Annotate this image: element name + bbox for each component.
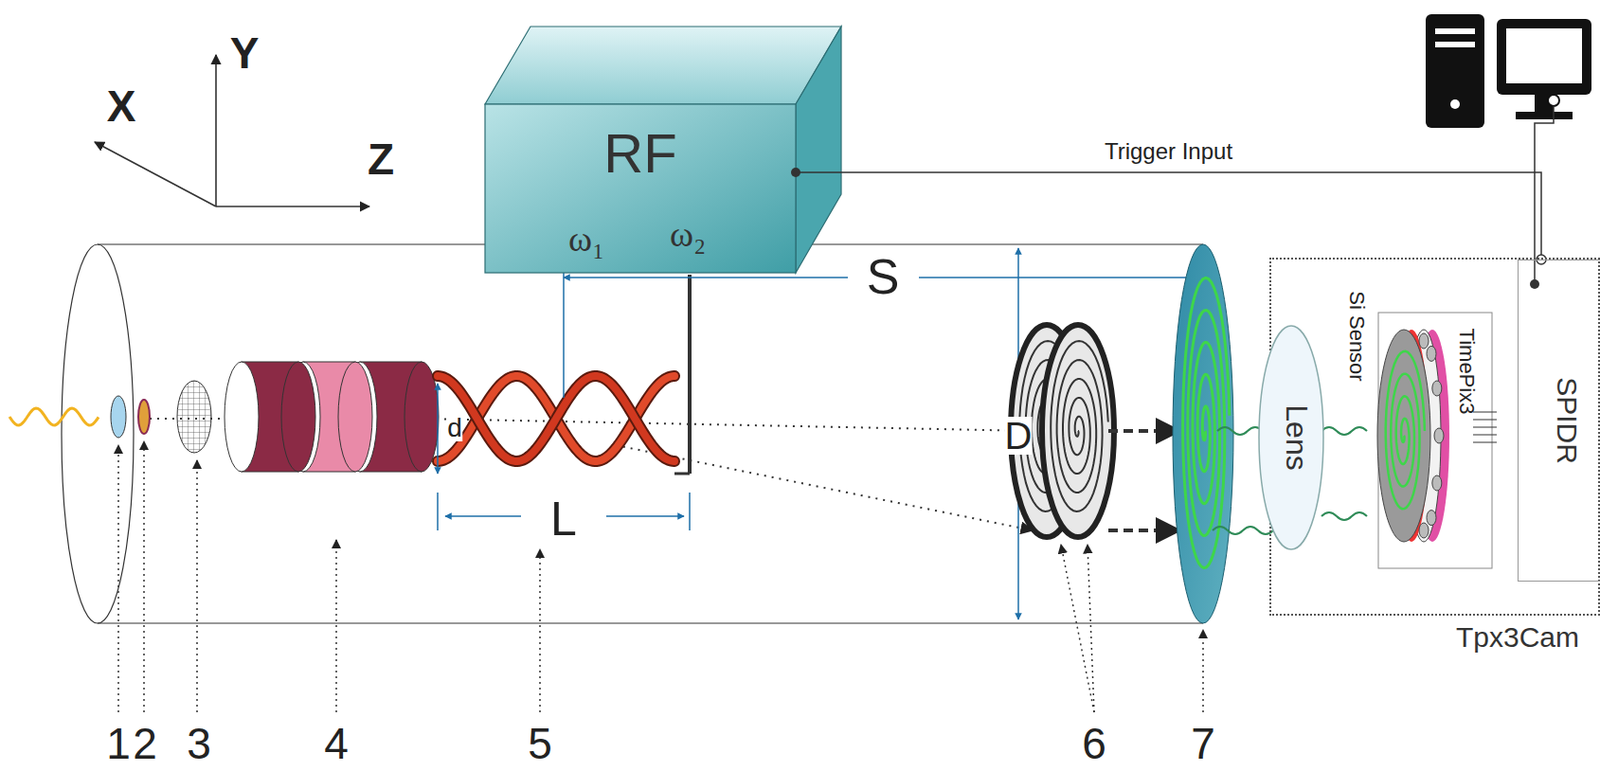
part-label: Si Sensor	[1346, 290, 1367, 381]
rf-feed-wire	[687, 274, 692, 474]
axis-label: X	[107, 84, 137, 128]
frequency-label: ω₂	[669, 213, 706, 255]
callout-number: 4	[323, 721, 349, 766]
callout-number: 7	[1190, 721, 1216, 766]
green-spiral	[1183, 277, 1230, 568]
rf-feed-wire	[674, 472, 690, 476]
callout-number: 3	[186, 721, 212, 766]
electrode	[138, 399, 150, 434]
part-label: TimePix3	[1456, 328, 1477, 415]
camera-label: Tpx3Cam	[1456, 621, 1580, 654]
wire-terminal	[791, 167, 801, 178]
lens-label: Lens	[1277, 404, 1313, 470]
photocathode	[110, 395, 126, 438]
axis-label: Y	[230, 31, 260, 75]
photon-wave	[9, 408, 99, 426]
electron-lens	[224, 361, 439, 472]
callout-number: 1	[106, 721, 131, 766]
readout-box: SPIDR	[1517, 259, 1600, 582]
vacuum-cylinder	[61, 244, 1204, 624]
frequency-label: ω₁	[568, 217, 605, 260]
computer-icon	[1425, 14, 1592, 289]
dimension-label: S	[866, 251, 900, 302]
callout-number: 5	[527, 721, 553, 766]
beam	[1108, 431, 1180, 531]
axes	[94, 54, 370, 207]
callout-leaders	[118, 441, 1204, 713]
dimension-label: L	[550, 495, 577, 543]
phosphor-screen	[1172, 244, 1234, 624]
rf-box: RF ω₁ ω₂	[485, 104, 796, 273]
callout-number: 2	[132, 721, 158, 766]
camera-housing: Tpx3CamLensSPIDR	[1269, 257, 1600, 616]
mesh	[177, 380, 212, 453]
rf-generator	[485, 26, 842, 273]
helical-deflector	[437, 376, 675, 462]
timepix-sensor	[1377, 312, 1497, 569]
lens-ellipse: Lens	[1257, 323, 1334, 552]
edge-label: Trigger Input	[1104, 140, 1233, 163]
dimension-lines	[437, 248, 1202, 620]
dimension-label: D	[1005, 416, 1033, 455]
readout-label: SPIDR	[1550, 377, 1583, 465]
callout-number: 6	[1081, 721, 1107, 766]
dimension-label: d	[447, 414, 463, 442]
trigger-wire	[795, 172, 1542, 260]
axis-label: Z	[367, 137, 395, 181]
box-title: RF	[485, 121, 796, 185]
